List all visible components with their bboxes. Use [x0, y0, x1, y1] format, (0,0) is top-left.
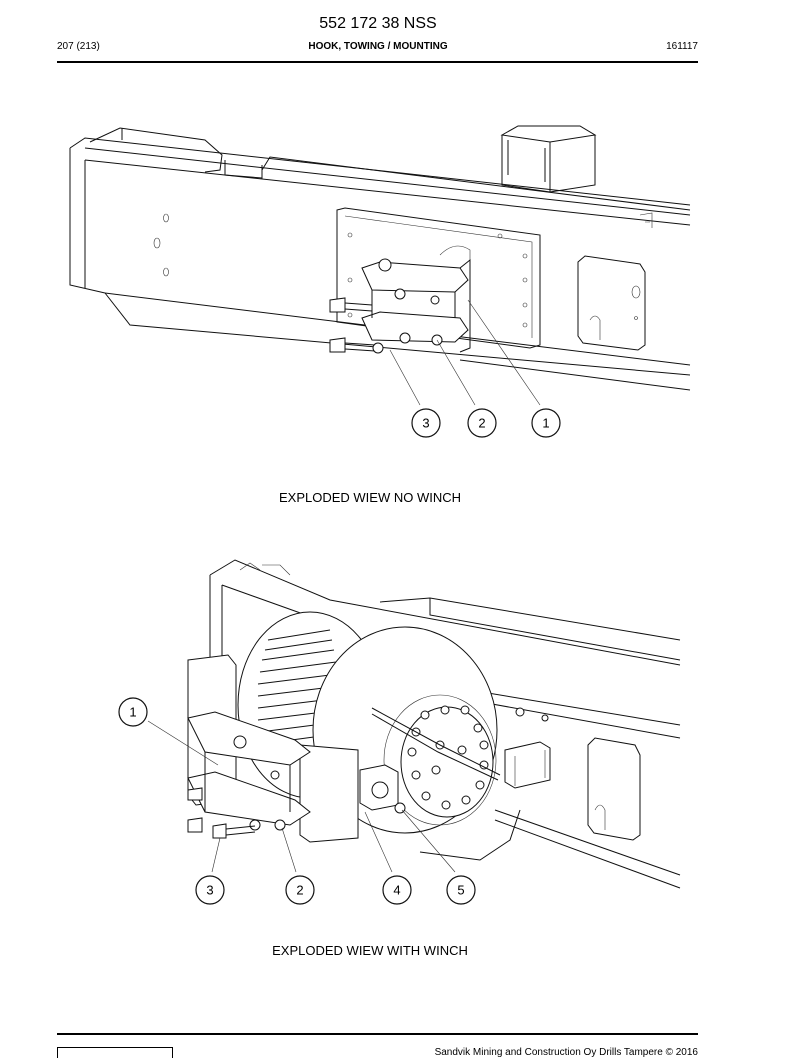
- callout-2: 2: [285, 875, 315, 905]
- svg-text:2: 2: [296, 883, 303, 898]
- document-number: 552 172 38 NSS: [319, 15, 437, 32]
- callout-3: 3: [195, 875, 225, 905]
- svg-text:3: 3: [206, 883, 213, 898]
- figure-2-caption: EXPLODED WIEW WITH WINCH: [272, 943, 468, 958]
- svg-text:1: 1: [129, 705, 136, 720]
- svg-text:5: 5: [457, 883, 464, 898]
- header-rule: [57, 61, 698, 63]
- callout-2: 2: [467, 408, 497, 438]
- svg-text:3: 3: [422, 416, 429, 431]
- figure-1-caption: EXPLODED WIEW NO WINCH: [278, 490, 461, 505]
- svg-text:1: 1: [542, 416, 549, 431]
- exploded-view-with-winch-drawing: 1 3 2 4 5: [118, 559, 681, 905]
- footer-rule: [57, 1033, 698, 1035]
- section-title: HOOK, TOWING / MOUNTING: [308, 41, 448, 52]
- callout-1: 1: [118, 697, 148, 727]
- callout-3: 3: [411, 408, 441, 438]
- callout-5: 5: [446, 875, 476, 905]
- callout-1: 1: [531, 408, 561, 438]
- svg-text:2: 2: [478, 416, 485, 431]
- svg-text:4: 4: [393, 883, 400, 898]
- callout-4: 4: [382, 875, 412, 905]
- document-code: 161117: [666, 41, 698, 52]
- exploded-view-no-winch-drawing: 3 2 1: [69, 125, 691, 438]
- page-number: 207 (213): [57, 41, 100, 52]
